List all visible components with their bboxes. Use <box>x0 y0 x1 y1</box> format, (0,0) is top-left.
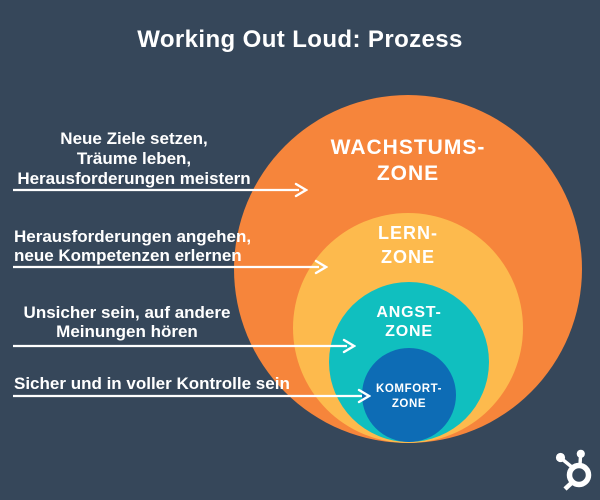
page-title: Working Out Loud: Prozess <box>137 26 463 53</box>
growth-zone-description: Neue Ziele setzen, Träume leben, Herausf… <box>14 129 254 189</box>
fear-zone-description-line2: Meinungen hören <box>56 322 198 341</box>
learning-zone-label-line2: ZONE <box>380 247 435 267</box>
learning-zone-description-line2: neue Kompetenzen erlernen <box>14 246 242 265</box>
fear-zone-label-line2: ZONE <box>385 323 433 340</box>
comfort-zone-circle <box>362 348 456 442</box>
growth-zone-description-line1: Neue Ziele setzen, <box>60 129 208 148</box>
learning-zone-label-line1: LERN- <box>378 223 438 243</box>
comfort-zone-label: KOMFORT- ZONE <box>362 382 456 412</box>
learning-zone-label: LERN- ZONE <box>308 221 508 269</box>
comfort-zone-description-line1: Sicher und in voller Kontrolle sein <box>14 374 290 393</box>
hubspot-logo-icon <box>548 442 596 496</box>
fear-zone-description: Unsicher sein, auf andere Meinungen höre… <box>14 303 240 341</box>
learning-zone-description: Herausforderungen angehen, neue Kompeten… <box>14 227 252 265</box>
growth-zone-label: WACHSTUMS- ZONE <box>268 135 548 187</box>
comfort-zone-label-line2: ZONE <box>391 398 427 410</box>
growth-zone-label-line2: ZONE <box>376 162 440 185</box>
comfort-zone-label-line1: KOMFORT- <box>375 383 443 395</box>
growth-zone-label-line1: WACHSTUMS- <box>330 136 486 159</box>
comfort-zone-description: Sicher und in voller Kontrolle sein <box>14 374 290 394</box>
fear-zone-description-line1: Unsicher sein, auf andere <box>23 303 231 322</box>
growth-zone-description-line2: Träume leben, <box>76 149 192 168</box>
learning-zone-arrow <box>13 259 328 275</box>
comfort-zone-arrow <box>13 388 371 404</box>
fear-zone-label-line1: ANGST- <box>376 304 442 321</box>
growth-zone-arrow <box>13 182 308 198</box>
growth-zone-description-line3: Herausforderungen meistern <box>17 169 251 188</box>
learning-zone-description-line1: Herausforderungen angehen, <box>14 227 252 246</box>
fear-zone-arrow <box>13 338 356 354</box>
fear-zone-label: ANGST- ZONE <box>329 303 489 341</box>
